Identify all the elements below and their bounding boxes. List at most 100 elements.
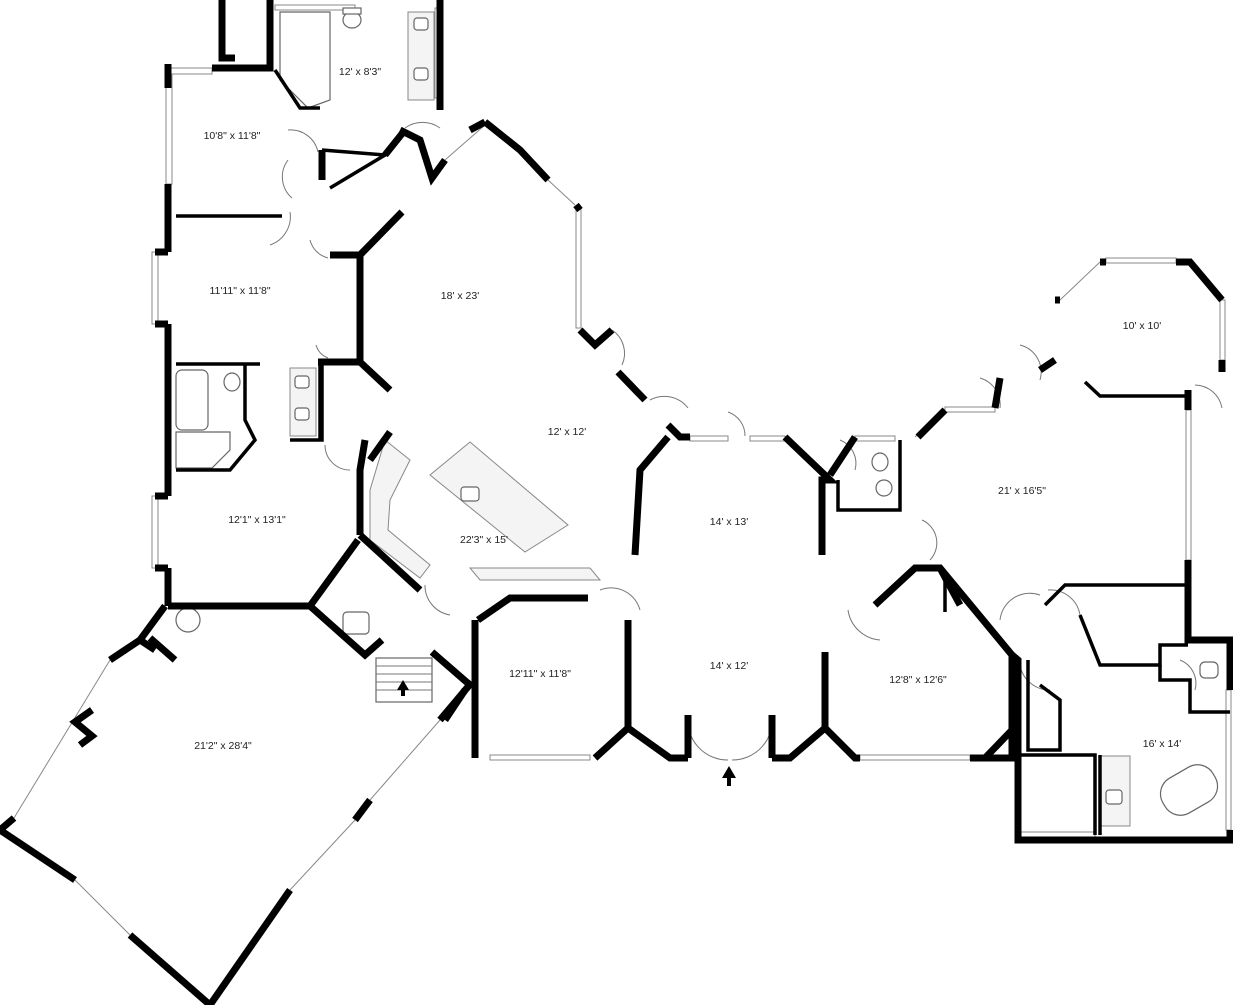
wall [1018, 753, 1097, 835]
toilet-icon [871, 452, 889, 472]
door-swing [269, 211, 291, 246]
sink-icon [294, 407, 310, 421]
wall [357, 209, 405, 258]
door-swing [1047, 589, 1081, 616]
wall [936, 566, 964, 607]
window [854, 435, 896, 442]
door-swing [287, 129, 319, 153]
water-heater [175, 607, 201, 633]
wall [476, 594, 588, 623]
door-swing [999, 592, 1041, 621]
door-swing [687, 714, 729, 761]
bathtub-icon [175, 369, 209, 431]
window [289, 819, 356, 891]
shower [279, 11, 331, 109]
door-swing [281, 159, 293, 199]
door-swing [1019, 664, 1051, 691]
sink-icon [413, 17, 429, 31]
door-swing [599, 587, 641, 611]
room-label-octagon-room: 10' x 10' [1123, 320, 1161, 332]
door-swing [324, 444, 351, 471]
window [13, 659, 111, 819]
wall [915, 407, 948, 440]
wall [577, 327, 615, 350]
room-label-master-bath: 16' x 14' [1143, 738, 1181, 750]
door-swing [611, 329, 626, 366]
wall [398, 126, 448, 186]
wall [352, 797, 373, 823]
shower [175, 431, 231, 469]
wall [357, 359, 393, 393]
wall [836, 440, 902, 512]
wall [176, 364, 258, 472]
wall [356, 439, 369, 535]
door-swing [309, 239, 329, 259]
wall [207, 888, 293, 1005]
toilet-tank [342, 7, 362, 15]
wall [872, 564, 1016, 762]
wall [573, 202, 583, 213]
sink-icon [875, 479, 893, 497]
wall [772, 652, 829, 762]
room-label-bedroom-w: 11'11" x 11'8" [209, 285, 270, 297]
wall [665, 422, 690, 441]
window [859, 754, 971, 761]
door-swing [847, 609, 881, 641]
kitchen-counter [468, 567, 602, 581]
wall [437, 679, 475, 723]
room-label-foyer-north: 14' x 13' [710, 516, 748, 528]
wall [1009, 652, 1233, 844]
window [369, 719, 441, 801]
stairs [375, 657, 433, 703]
sink-icon [294, 375, 310, 389]
room-label-great-room: 18' x 23' [441, 290, 479, 302]
door-swing [1019, 344, 1042, 381]
window [151, 251, 159, 325]
wall [482, 119, 551, 183]
room-label-kitchen: 22'3" x 15' [460, 534, 508, 546]
wall [218, 0, 235, 62]
window [1185, 409, 1192, 561]
wall [273, 69, 320, 110]
wall [592, 620, 632, 761]
bathtub-icon [1159, 764, 1219, 816]
wall [305, 537, 385, 660]
wall [318, 251, 364, 366]
wall [290, 365, 324, 442]
door-swing [839, 439, 857, 471]
window [749, 435, 786, 442]
up-arrow-icon [722, 766, 736, 778]
room-labels: 12' x 8'3" 10'8" x 11'8" 11'11" x 11'8" … [194, 66, 1181, 752]
window [167, 67, 213, 75]
door-swing [921, 519, 938, 561]
room-label-dining: 12' x 12' [548, 426, 586, 438]
window [547, 179, 576, 206]
room-label-office: 12'11" x 11'8" [509, 668, 571, 680]
wall [1176, 258, 1225, 303]
wall [822, 725, 860, 762]
vanity [289, 367, 317, 437]
room-label-master-bedroom: 21' x 16'5" [998, 485, 1046, 497]
stairs-up-arrow-icon [397, 680, 409, 690]
toilet-icon [223, 372, 241, 392]
window [944, 406, 996, 413]
door-swing [315, 344, 329, 359]
wall [0, 827, 77, 883]
window [575, 207, 582, 329]
wall [321, 148, 391, 190]
wall [367, 429, 393, 463]
window [1219, 299, 1226, 361]
door-swing [404, 121, 441, 129]
wall [1043, 583, 1185, 607]
door-swing [731, 714, 773, 761]
door-swing [424, 584, 451, 616]
wall [1083, 380, 1185, 398]
wall [468, 118, 487, 134]
room-label-study: 12'8" x 12'6" [889, 674, 947, 686]
wall [782, 434, 839, 555]
wall [991, 377, 1004, 409]
room-label-bath-top: 12' x 8'3" [339, 66, 381, 78]
room-label-foyer: 14' x 12' [710, 660, 748, 672]
